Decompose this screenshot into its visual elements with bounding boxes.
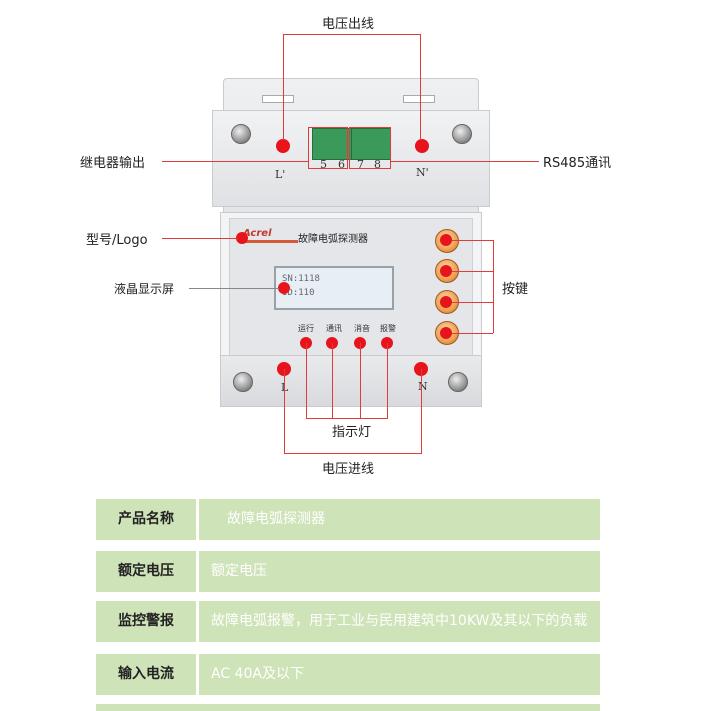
callout-line xyxy=(162,161,308,162)
callout-line xyxy=(189,288,279,289)
label-rs485: RS485通讯 xyxy=(543,156,612,171)
callout-line xyxy=(306,418,388,419)
marker-dot xyxy=(440,234,452,246)
led-label-run: 运行 xyxy=(298,324,314,333)
label-indicators: 指示灯 xyxy=(332,425,372,440)
bottom-right-mark: N xyxy=(418,380,428,393)
marker-dot xyxy=(276,139,290,153)
terminal-number: 6 xyxy=(338,158,345,171)
spec-value: 故障电弧探测器 xyxy=(199,499,600,540)
marker-dot xyxy=(440,265,452,277)
spec-value: 故障电弧报警，用于工业与民用建筑中10KW及其以下的负载 xyxy=(199,601,600,642)
device-diagram: 5 6 7 8 L' N' Acrel 故障电弧探测器 SN:1118 ID:1… xyxy=(80,17,612,477)
device-title: 故障电弧探测器 xyxy=(298,234,368,245)
label-relay-output: 继电器输出 xyxy=(80,156,146,171)
label-voltage-input: 电压进线 xyxy=(322,462,375,477)
spec-row: 监控警报 故障电弧报警，用于工业与民用建筑中10KW及其以下的负载 xyxy=(96,601,600,642)
led-label-mute: 消音 xyxy=(354,324,370,333)
callout-line xyxy=(162,238,238,239)
spec-value: AC 40A及以下 xyxy=(199,654,600,695)
callout-line xyxy=(452,333,493,334)
callout-line xyxy=(452,240,493,241)
callout-line xyxy=(284,369,285,453)
lcd-line: ID:110 xyxy=(282,288,315,298)
callout-line xyxy=(420,34,421,140)
terminal-block-relay xyxy=(312,128,352,160)
key-button-1[interactable] xyxy=(435,229,459,253)
spec-row: 额定电压 额定电压 xyxy=(96,551,600,592)
marker-dot xyxy=(415,139,429,153)
table-bottom-strip xyxy=(96,704,600,711)
spec-key: 产品名称 xyxy=(96,499,196,540)
marker-dot xyxy=(440,327,452,339)
led-label-alarm: 报警 xyxy=(380,324,396,333)
label-lcd-screen: 液晶显示屏 xyxy=(114,282,175,296)
callout-line xyxy=(421,369,422,453)
lcd-line: SN:1118 xyxy=(282,274,320,284)
callout-box-relay xyxy=(308,127,348,169)
spec-key: 监控警报 xyxy=(96,601,196,642)
label-voltage-output: 电压出线 xyxy=(322,17,375,32)
marker-dot xyxy=(236,232,248,244)
top-left-mark: L' xyxy=(275,168,286,181)
key-button-2[interactable] xyxy=(435,259,459,283)
callout-line xyxy=(452,302,493,303)
logo-bar xyxy=(240,240,298,243)
terminal-number: 8 xyxy=(374,158,381,171)
spec-key: 输入电流 xyxy=(96,654,196,695)
screw-top-right xyxy=(452,124,472,144)
brand-logo: Acrel xyxy=(243,228,272,239)
spec-key: 额定电压 xyxy=(96,551,196,592)
callout-line xyxy=(283,34,420,35)
callout-line xyxy=(387,343,388,418)
spec-row: 产品名称 故障电弧探测器 xyxy=(96,499,600,540)
spec-value: 额定电压 xyxy=(199,551,600,592)
callout-line xyxy=(391,161,539,162)
label-keys: 按键 xyxy=(502,282,529,297)
lcd-screen: SN:1118 ID:110 xyxy=(274,266,394,310)
callout-line xyxy=(360,343,361,418)
terminal-number: 7 xyxy=(357,158,364,171)
marker-dot xyxy=(278,282,290,294)
callout-line xyxy=(332,343,333,418)
marker-dot xyxy=(440,296,452,308)
housing-bottom xyxy=(220,355,482,407)
screw-bottom-left xyxy=(233,372,253,392)
screw-top-left xyxy=(231,124,251,144)
callout-line xyxy=(452,271,493,272)
callout-line xyxy=(283,34,284,140)
vent-slot-right xyxy=(403,95,435,103)
label-model-logo: 型号/Logo xyxy=(86,233,148,248)
callout-line xyxy=(284,453,422,454)
led-label-comm: 通讯 xyxy=(326,324,342,333)
callout-line xyxy=(493,240,494,333)
vent-slot-left xyxy=(262,95,294,103)
top-right-mark: N' xyxy=(416,166,429,179)
callout-line xyxy=(306,343,307,418)
screw-bottom-right xyxy=(448,372,468,392)
callout-box-rs485 xyxy=(349,127,391,169)
terminal-number: 5 xyxy=(320,158,327,171)
spec-row: 输入电流 AC 40A及以下 xyxy=(96,654,600,695)
